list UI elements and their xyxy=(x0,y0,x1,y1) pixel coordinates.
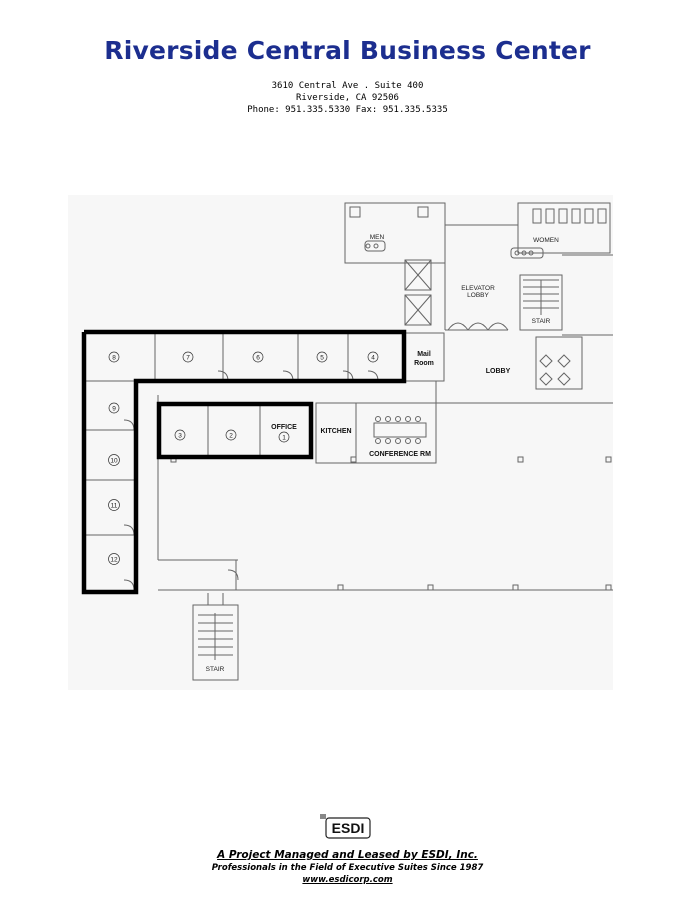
office-11-number: 11 xyxy=(111,503,118,510)
office-5-marker: 5 xyxy=(316,351,328,363)
office-6-number: 6 xyxy=(256,355,260,362)
upper-stair-label: STAIR xyxy=(532,318,551,325)
logo-text: ESDI xyxy=(332,820,365,836)
office-1-number: 1 xyxy=(282,435,286,442)
kitchen-label: KITCHEN xyxy=(320,428,351,435)
mail-room-label-2: Room xyxy=(414,360,434,367)
office-7-marker: 7 xyxy=(182,351,194,363)
office-5-number: 5 xyxy=(320,355,324,362)
office-7-number: 7 xyxy=(186,355,190,362)
elevator-lobby-label: ELEVATOR xyxy=(461,285,495,292)
conference-room-label: CONFERENCE RM xyxy=(369,451,431,458)
office-9-number: 9 xyxy=(112,406,116,413)
esdi-logo: ESDI xyxy=(320,814,371,839)
office-9-marker: 9 xyxy=(108,402,120,414)
office-3-marker: 3 xyxy=(174,429,186,441)
office-12-marker: 12 xyxy=(108,553,120,565)
office-1-marker: 1 xyxy=(278,431,290,443)
office-4-number: 4 xyxy=(371,355,375,362)
office-11-marker: 11 xyxy=(108,499,120,511)
office-8-marker: 8 xyxy=(108,351,120,363)
lobby-label: LOBBY xyxy=(486,368,511,375)
suite-outline xyxy=(81,329,407,595)
office-6-marker: 6 xyxy=(252,351,264,363)
city-state-zip: Riverside, CA 92506 xyxy=(296,93,399,103)
phone-fax: Phone: 951.335.5330 Fax: 951.335.5335 xyxy=(247,105,448,115)
mens-room-label: MEN xyxy=(370,234,385,241)
floor-plan: MEN WOMEN ELEVATOR LOBBY STAIR Mail Room… xyxy=(68,195,613,690)
office-numbers: 1 2 3 4 5 6 7 8 9 10 11 12 xyxy=(108,351,379,565)
lower-stair-label: STAIR xyxy=(206,666,225,673)
office-10-number: 10 xyxy=(110,458,118,465)
footer-subtitle: Professionals in the Field of Executive … xyxy=(211,863,484,873)
office-10-marker: 10 xyxy=(108,454,120,466)
page-title: Riverside Central Business Center xyxy=(104,36,591,65)
office-8-number: 8 xyxy=(112,355,116,362)
footer: A Project Managed and Leased by ESDI, In… xyxy=(0,848,695,886)
office-2-number: 2 xyxy=(229,433,233,440)
address-block: 3610 Central Ave . Suite 400 Riverside, … xyxy=(0,80,695,116)
office-4-marker: 4 xyxy=(367,351,379,363)
footer-tagline: A Project Managed and Leased by ESDI, In… xyxy=(217,849,478,861)
mail-room-label: Mail xyxy=(417,351,431,358)
office-2-marker: 2 xyxy=(225,429,237,441)
elevator-lobby-label-2: LOBBY xyxy=(467,292,489,299)
womens-room-label: WOMEN xyxy=(533,237,559,244)
street-address: 3610 Central Ave . Suite 400 xyxy=(271,81,424,91)
floor-plan-background xyxy=(68,195,613,690)
office-12-number: 12 xyxy=(110,557,118,564)
office-label: OFFICE xyxy=(271,424,297,431)
womens-room-wall xyxy=(517,202,611,254)
website-link[interactable]: www.esdicorp.com xyxy=(302,875,393,885)
office-3-number: 3 xyxy=(178,433,182,440)
